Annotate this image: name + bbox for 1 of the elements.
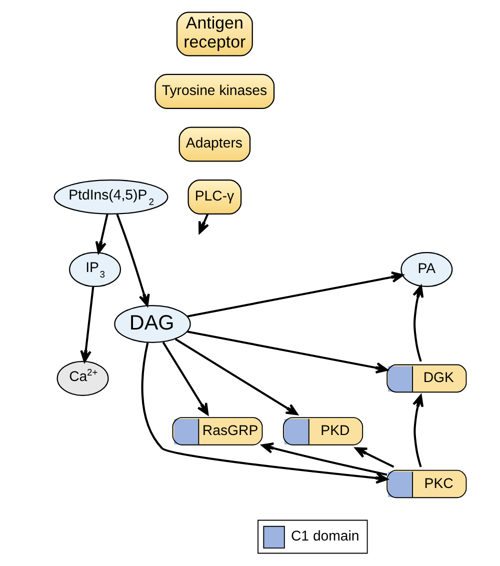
legend-label: C1 domain [290,528,360,544]
